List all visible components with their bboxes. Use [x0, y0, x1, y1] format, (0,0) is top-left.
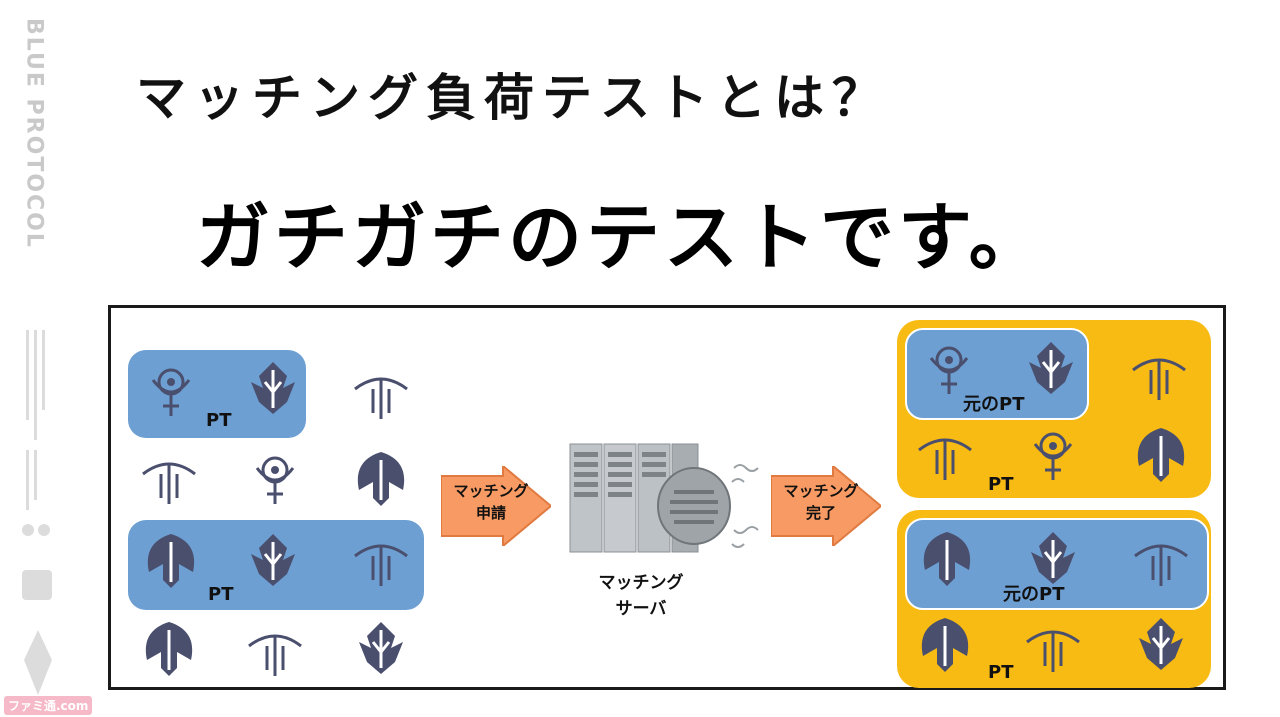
leaf-shield-emblem-icon	[1021, 338, 1081, 398]
sidebar-decoration	[22, 330, 52, 695]
axe-emblem-icon	[1131, 424, 1191, 484]
axe-emblem-icon	[351, 448, 411, 508]
crossbow-emblem-icon	[1129, 344, 1189, 404]
axe-emblem-icon	[139, 618, 199, 678]
crossbow-emblem-icon	[1131, 530, 1191, 590]
leaf-shield-emblem-icon	[1131, 614, 1191, 674]
axe-emblem-icon	[917, 528, 977, 588]
orig-pt-label: 元のPT	[1003, 584, 1065, 605]
crossbow-emblem-icon	[351, 530, 411, 590]
axe-emblem-icon	[141, 530, 201, 590]
crossbow-emblem-icon	[351, 363, 411, 423]
leaf-shield-emblem-icon	[243, 530, 303, 590]
sidebar-logo: BLUE PROTOCOL	[14, 18, 54, 318]
compass-staff-emblem-icon	[245, 448, 305, 508]
slide-headline: ガチガチのテストです。	[196, 195, 1047, 281]
pt-label: PT	[988, 662, 1014, 683]
logo-text: BLUE PROTOCOL	[21, 18, 47, 249]
arrow-request-text: マッチング 申請	[453, 482, 529, 522]
orig-pt-label: 元のPT	[963, 394, 1025, 415]
crossbow-emblem-icon	[915, 424, 975, 484]
compass-staff-emblem-icon	[1023, 424, 1083, 484]
watermark-logo: ファミ通.com	[4, 696, 93, 715]
crossbow-emblem-icon	[139, 448, 199, 508]
compass-staff-emblem-icon	[141, 360, 201, 420]
leaf-shield-emblem-icon	[243, 358, 303, 418]
pt-label: PT	[208, 584, 234, 605]
arrow-complete-text: マッチング 完了	[783, 482, 859, 522]
pt-label: PT	[988, 474, 1014, 495]
crossbow-emblem-icon	[245, 620, 305, 680]
slide-title: マッチング負荷テストとは？	[136, 68, 890, 127]
server-label: マッチング サーバ	[598, 573, 684, 619]
matching-complete-arrow: マッチング 完了	[771, 466, 881, 546]
server-icon	[569, 443, 759, 553]
leaf-shield-emblem-icon	[351, 618, 411, 678]
axe-emblem-icon	[915, 614, 975, 674]
matching-diagram: PT PT マッチング 申請	[108, 305, 1226, 690]
pt-label: PT	[206, 410, 232, 431]
matching-request-arrow: マッチング 申請	[441, 466, 551, 546]
leaf-shield-emblem-icon	[1023, 528, 1083, 588]
compass-staff-emblem-icon	[919, 338, 979, 398]
crossbow-emblem-icon	[1023, 616, 1083, 676]
